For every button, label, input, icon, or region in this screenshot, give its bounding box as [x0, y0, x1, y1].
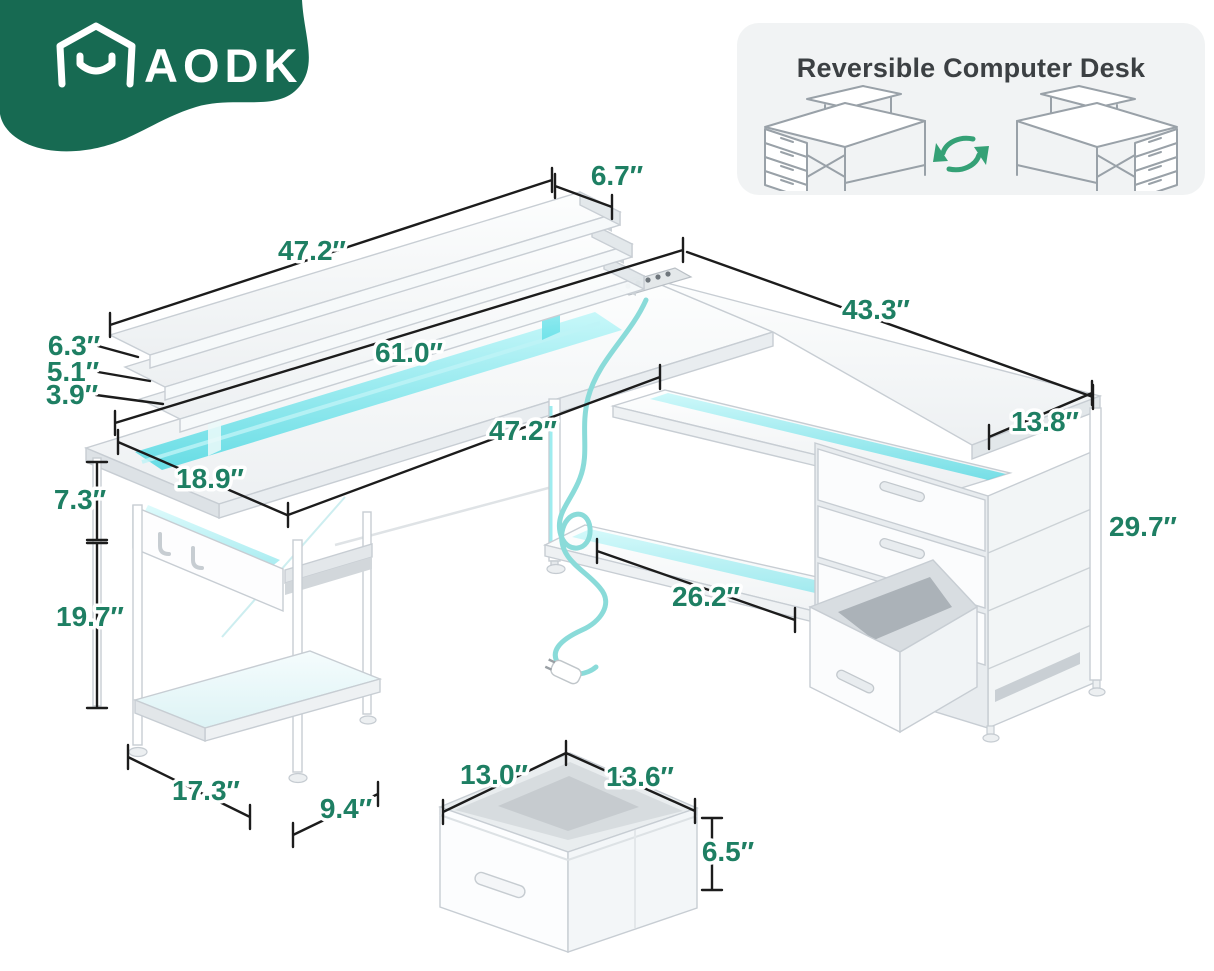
hook-icon [158, 532, 171, 556]
dim-lower-shelf-length: 26.2″ [672, 581, 740, 612]
dim-base-shelf-depth: 9.4″ [320, 793, 372, 824]
led-strip-shelf-upper [650, 393, 1006, 480]
dimension-lines [85, 166, 1095, 892]
dim-main-desk-length: 47.2″ [489, 415, 557, 446]
reversible-illustration [764, 85, 1178, 191]
hook-icon [191, 546, 204, 570]
house-smile-icon [56, 22, 136, 88]
pulled-out-drawer [808, 559, 979, 734]
left-storage-unit [92, 457, 553, 784]
dim-main-desk-depth: 18.9″ [176, 463, 244, 494]
dim-base-shelf-width: 17.3″ [172, 775, 240, 806]
dim-right-desk-length: 43.3″ [842, 294, 910, 325]
dimension-labels: 6.7″ 47.2″ 43.3″ 6.3″ 5.1″ 3.9″ 61.0″ 47… [42, 157, 1180, 871]
card-title: Reversible Computer Desk [796, 53, 1146, 83]
dim-shelf-top-depth: 6.7″ [591, 160, 643, 191]
dim-shelf-length: 47.2″ [278, 235, 346, 266]
dim-drawer-bin-width: 13.0″ [460, 759, 528, 790]
swap-arrows-icon [933, 135, 989, 173]
dim-under-desk-clearance: 19.7″ [56, 601, 124, 632]
brand-name: AODK [144, 39, 302, 92]
right-desktop [639, 275, 1103, 461]
storage-bin [438, 752, 699, 953]
drawer-handle [836, 669, 875, 694]
dim-riser-height-high: 6.3″ [48, 330, 100, 361]
dim-drawer-bin-length: 13.6″ [606, 761, 674, 792]
dim-desktop-shelf-gap: 7.3″ [54, 484, 106, 515]
desk-render [83, 190, 1106, 953]
middle-leg [546, 398, 566, 575]
dim-riser-height-mid: 5.1″ [47, 356, 99, 387]
reversible-info-card: Reversible Computer Desk [737, 23, 1205, 195]
brand-logo: AODK [0, 0, 309, 152]
power-plug-icon [544, 658, 582, 685]
dim-desk-height: 29.7″ [1109, 511, 1177, 542]
dim-total-length: 61.0″ [375, 337, 443, 368]
dim-drawer-bin-height: 6.5″ [702, 836, 754, 867]
dim-riser-height-low: 3.9″ [46, 379, 98, 410]
bin-handle [474, 871, 526, 899]
mini-desk-left [764, 85, 926, 191]
tower-open-base [995, 652, 1080, 702]
right-back-leg [1089, 407, 1102, 681]
tower-feet [982, 679, 1106, 743]
dim-right-desk-depth: 13.8″ [1011, 406, 1079, 437]
mini-desk-right [1016, 85, 1178, 191]
main-desktop [83, 275, 776, 520]
power-cable [544, 297, 649, 685]
